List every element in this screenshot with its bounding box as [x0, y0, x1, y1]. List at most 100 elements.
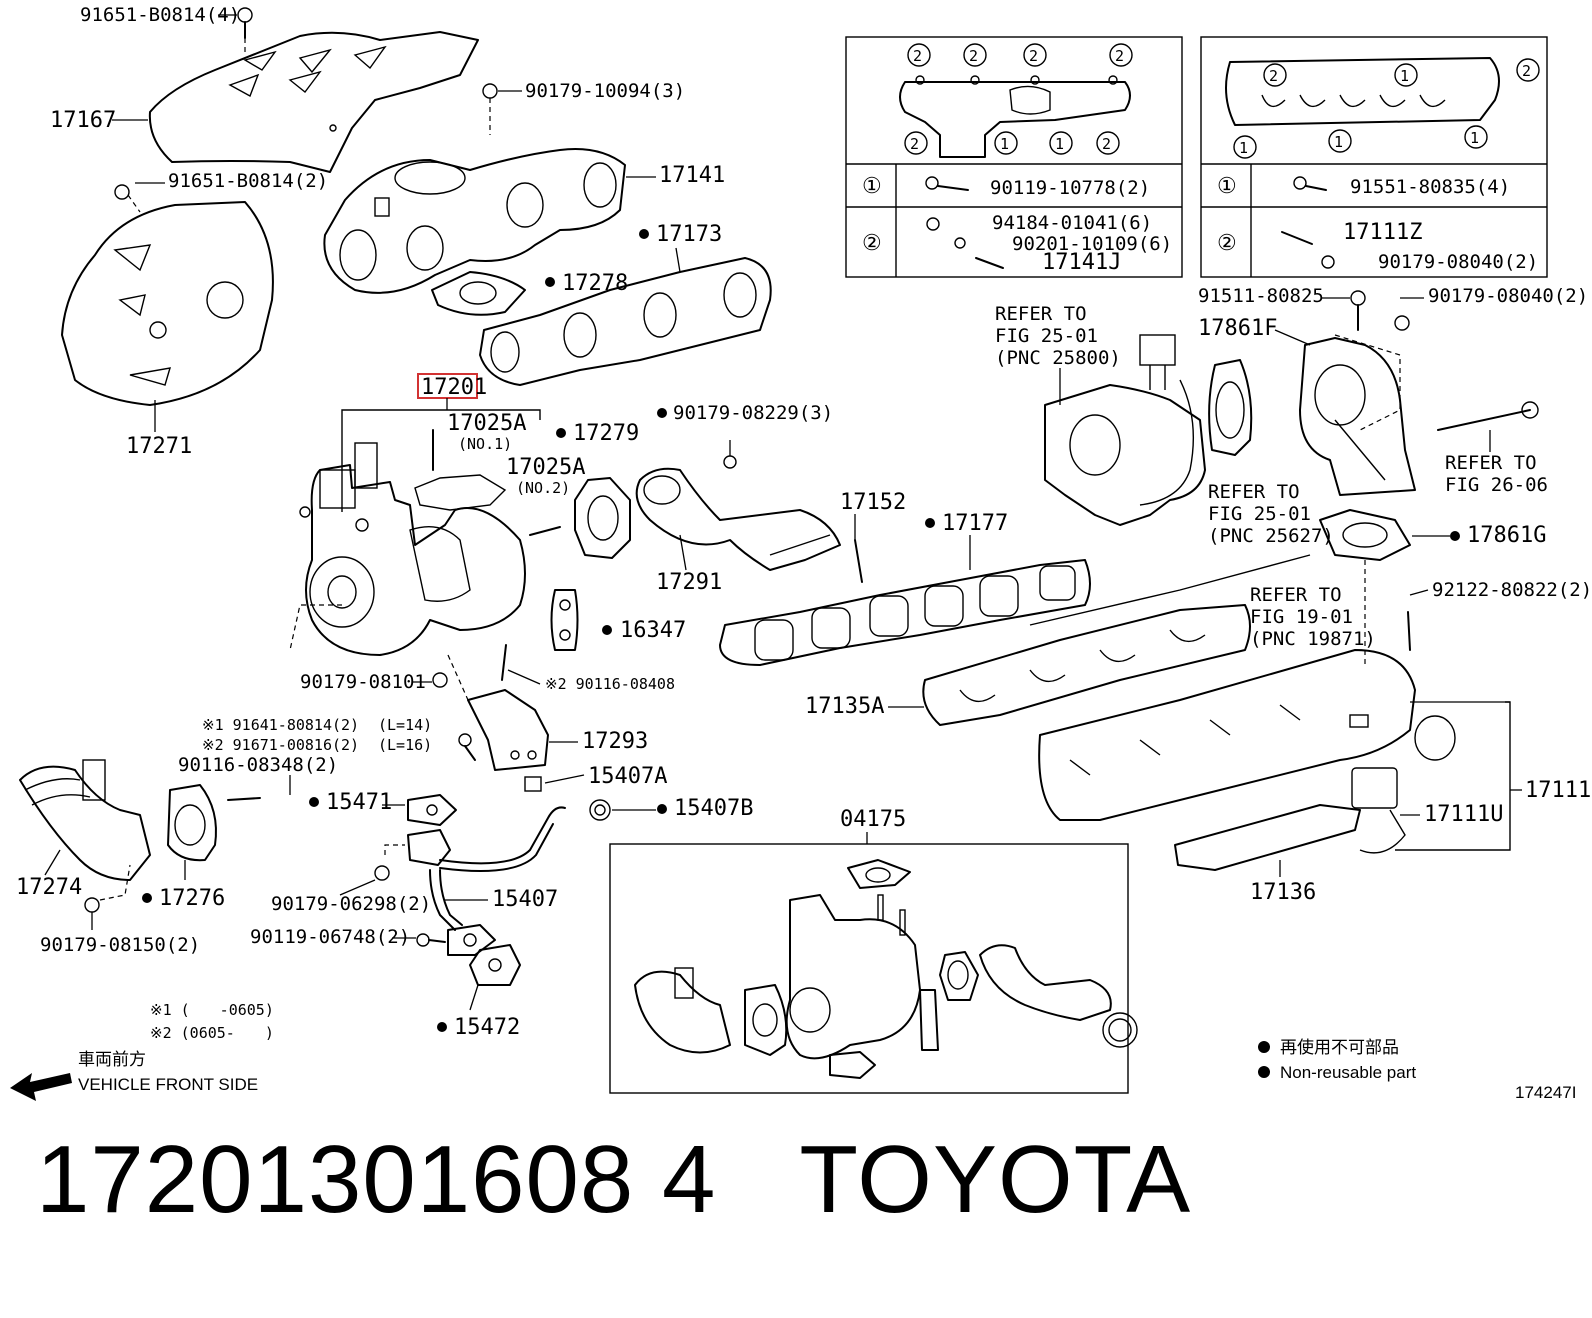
label-17201: 17201 — [421, 375, 487, 400]
label-no1: (NO.1) — [458, 435, 512, 453]
note-1: ※1 ( -0605) — [150, 1001, 274, 1019]
refer2-line2: FIG 25-01 — [1208, 503, 1311, 525]
intake-manifold-17111 — [1038, 649, 1456, 821]
gasket-17861g — [1319, 509, 1411, 561]
turbocharger-17201 — [299, 442, 526, 656]
svg-text:1: 1 — [1239, 139, 1248, 157]
inset-right-row2-num: ② — [1217, 231, 1237, 256]
non-reusable-dot — [309, 797, 319, 807]
callout-2-icon: 2 — [963, 43, 987, 67]
non-reusable-dot — [602, 625, 612, 635]
sensor-17111u — [1351, 767, 1406, 854]
callout-2-icon: 2 — [1096, 131, 1120, 155]
label-15407b: 15407B — [674, 796, 753, 821]
callout-2-icon: 2 — [1023, 43, 1047, 67]
bolt-91511-80825 — [1350, 290, 1366, 331]
stud-90116-08348 — [227, 797, 261, 801]
label-92122-80822-2: 92122-80822(2) — [1432, 579, 1592, 601]
label-l16: (L=16) — [378, 736, 432, 754]
svg-text:2: 2 — [1102, 135, 1111, 153]
bolt-90119-06748 — [416, 933, 446, 947]
direction-en: VEHICLE FRONT SIDE — [78, 1075, 258, 1094]
kit-parts-04175 — [634, 859, 1138, 1079]
nut-icon — [1321, 255, 1335, 269]
nut-icon — [926, 217, 940, 231]
inset-left-row2-part-a: 94184-01041(6) — [992, 212, 1152, 234]
label-91651-b0814-2: 91651-B0814(2) — [168, 170, 328, 192]
non-reusable-dot — [639, 229, 649, 239]
nut-90179-08150 — [84, 897, 100, 930]
refer4-line3: (PNC 19871) — [1250, 628, 1376, 650]
label-17274: 17274 — [16, 875, 82, 900]
refer3-line1: REFER TO — [1445, 452, 1537, 474]
bolt-icon — [925, 176, 969, 191]
label-16347: 16347 — [620, 618, 686, 643]
exhaust-pipe-17291 — [635, 467, 841, 571]
non-reusable-dot — [437, 1022, 447, 1032]
svg-text:2: 2 — [913, 47, 922, 65]
svg-text:2: 2 — [1269, 67, 1278, 85]
refer1-line1: REFER TO — [995, 303, 1087, 325]
callout-2-icon: 2 — [907, 43, 931, 67]
gasket-17136 — [1174, 804, 1361, 871]
heat-shield-17271 — [61, 201, 274, 406]
callout-1-icon: 1 — [1233, 135, 1257, 159]
gasket-17173 — [479, 257, 772, 386]
inset-right-row2-part-b: 90179-08040(2) — [1378, 251, 1538, 273]
bolt-91641 — [458, 733, 476, 761]
label-17279: 17279 — [573, 421, 639, 446]
manifold-cover-17135a — [922, 604, 1251, 726]
label-17861g: 17861G — [1467, 523, 1546, 548]
long-bolt — [1437, 401, 1539, 431]
inset-left-row1-part: 90119-10778(2) — [990, 177, 1150, 199]
svg-text:1: 1 — [1470, 129, 1479, 147]
gasket-16347 — [550, 589, 579, 651]
label-17025a-1: 17025A — [447, 411, 526, 436]
non-reusable-dot — [545, 277, 555, 287]
label-17177: 17177 — [942, 511, 1008, 536]
vehicle-front-arrow-icon — [10, 1073, 72, 1101]
callout-1-icon: 1 — [1049, 131, 1073, 155]
label-90179-10094-3: 90179-10094(3) — [525, 80, 685, 102]
svg-text:1: 1 — [1334, 133, 1343, 151]
nut-90179-06298 — [374, 865, 390, 881]
label-90179-08150-2: 90179-08150(2) — [40, 934, 200, 956]
throttle-body-17861f — [1299, 337, 1416, 496]
footer-brand: TOYOTA — [799, 1126, 1192, 1233]
label-91651-b0814-4: 91651-B0814(4) — [80, 4, 240, 26]
callout-2-icon: 2 — [1263, 63, 1287, 87]
label-90116-08408: ※2 90116-08408 — [545, 675, 675, 693]
label-17141: 17141 — [659, 163, 725, 188]
direction-jp: 車両前方 — [78, 1050, 146, 1069]
gasket-15407b — [589, 799, 611, 821]
inset-left-row2-num: ② — [862, 231, 882, 256]
label-90179-08229-3: 90179-08229(3) — [673, 402, 833, 424]
label-15407: 15407 — [492, 887, 558, 912]
callout-1-icon: 1 — [1328, 129, 1352, 153]
svg-text:2: 2 — [1522, 62, 1531, 80]
label-17293: 17293 — [582, 729, 648, 754]
svg-text:2: 2 — [1115, 47, 1124, 65]
label-17135a: 17135A — [805, 694, 884, 719]
gasket-17276 — [167, 784, 217, 862]
nut-90179-08101 — [432, 672, 448, 688]
non-reusable-dot — [657, 804, 667, 814]
bolt-91651-top — [237, 7, 253, 55]
label-17111: 17111 — [1525, 778, 1591, 803]
exhaust-manifold-17141 — [323, 148, 626, 294]
label-17861f: 17861F — [1198, 316, 1277, 341]
refer1-line2: FIG 25-01 — [995, 325, 1098, 347]
nut-90179-08229 — [723, 440, 737, 469]
bracket-17293 — [467, 689, 549, 771]
inset-right-row2-part-a: 17111Z — [1343, 220, 1422, 245]
legend-dot-icon — [1258, 1041, 1270, 1053]
inset-right-row1-part: 91551-80835(4) — [1350, 176, 1510, 198]
refer4-line2: FIG 19-01 — [1250, 606, 1353, 628]
refer2-line1: REFER TO — [1208, 481, 1300, 503]
refer2-line3: (PNC 25627) — [1208, 525, 1334, 547]
svg-text:2: 2 — [969, 47, 978, 65]
label-90119-06748-2: 90119-06748(2) — [250, 926, 410, 948]
refer4-line1: REFER TO — [1250, 584, 1342, 606]
callout-1-icon: 1 — [1394, 63, 1418, 87]
label-17291: 17291 — [656, 570, 722, 595]
